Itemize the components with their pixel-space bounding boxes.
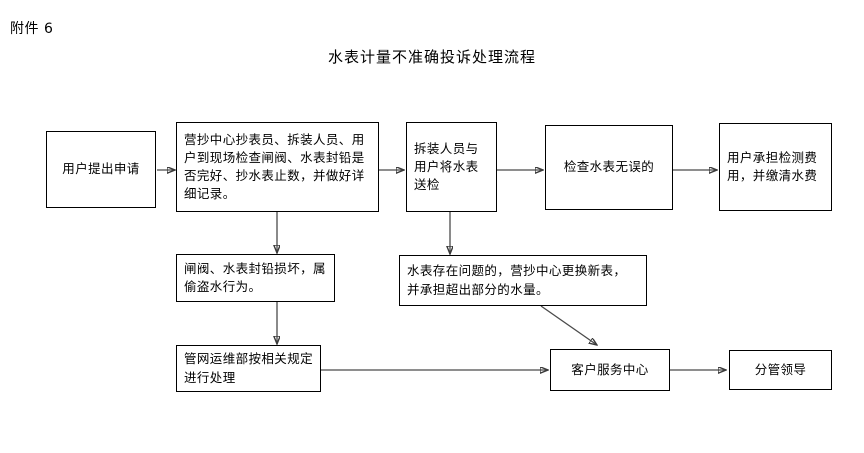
node-supervising-leader[interactable]: 分管领导 [729, 350, 832, 390]
node-meter-faulty[interactable]: 水表存在问题的，营抄中心更换新表，并承担超出部分的水量。 [399, 255, 647, 306]
node-meter-faulty-label: 水表存在问题的，营抄中心更换新表，并承担超出部分的水量。 [407, 263, 627, 297]
node-customer-service[interactable]: 客户服务中心 [550, 349, 670, 391]
attachment-label: 附件 6 [10, 21, 54, 37]
node-seal-damaged-label: 闸阀、水表封铅损坏，属偷盗水行为。 [184, 260, 326, 294]
node-customer-service-label: 客户服务中心 [571, 361, 649, 377]
node-pipe-network-dept[interactable]: 管网运维部按相关规定进行处理 [176, 345, 321, 392]
node-meter-ok[interactable]: 检查水表无误的 [545, 125, 673, 210]
node-supervising-leader-label: 分管领导 [754, 361, 807, 377]
node-onsite-inspection[interactable]: 营抄中心抄表员、拆装人员、用户到现场检查闸阀、水表封铅是否完好、抄水表止数，并做… [176, 122, 379, 212]
node-user-pays[interactable]: 用户承担检测费用，并缴清水费 [719, 123, 832, 211]
node-pipe-network-dept-label: 管网运维部按相关规定进行处理 [184, 351, 314, 385]
edge-meter-faulty-to-customer-service [540, 305, 597, 345]
node-user-request[interactable]: 用户提出申请 [46, 131, 156, 208]
node-send-meter-label: 拆装人员与用户将水表送检 [414, 140, 479, 193]
node-send-meter[interactable]: 拆装人员与用户将水表送检 [406, 122, 497, 212]
node-onsite-inspection-label: 营抄中心抄表员、拆装人员、用户到现场检查闸阀、水表封铅是否完好、抄水表止数，并做… [184, 131, 365, 202]
node-seal-damaged[interactable]: 闸阀、水表封铅损坏，属偷盗水行为。 [176, 254, 335, 302]
node-user-pays-label: 用户承担检测费用，并缴清水费 [727, 149, 818, 183]
page-title: 水表计量不准确投诉处理流程 [327, 48, 536, 66]
node-user-request-label: 用户提出申请 [62, 161, 140, 177]
node-meter-ok-label: 检查水表无误的 [563, 159, 655, 175]
